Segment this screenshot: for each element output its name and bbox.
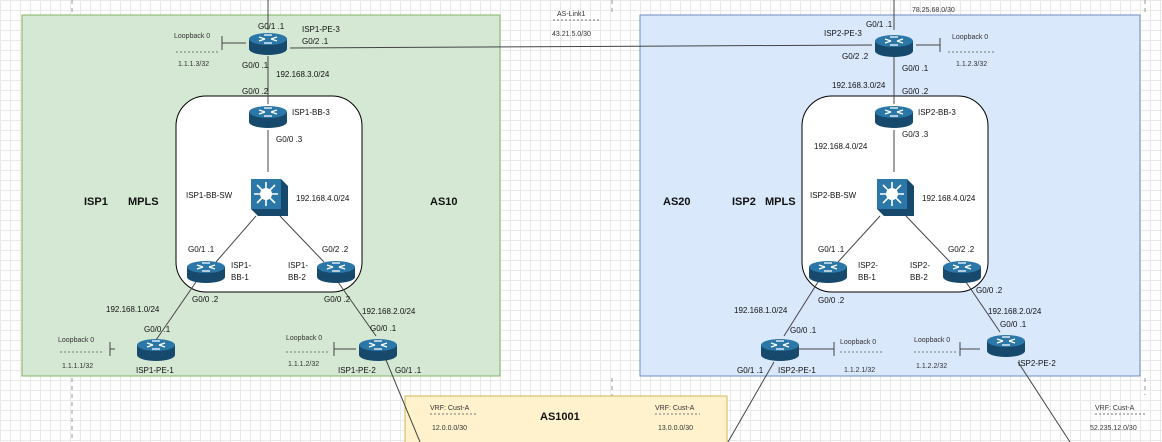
isp2-as-label: AS20: [663, 196, 691, 208]
isp1-as-label: AS10: [430, 196, 458, 208]
isp2-net-bb3-sw: 192.168.4.0/24: [814, 142, 868, 151]
isp2-bb3-if-bottom: G0/3 .3: [902, 130, 929, 139]
isp2-pe2-router-icon[interactable]: [986, 334, 1026, 358]
isp1-net-pe3-bb3: 192.168.3.0/24: [276, 70, 330, 79]
isp2-bb1-if-top: G0/1 .1: [818, 245, 845, 254]
isp2-bb2-if-top: G0/2 .2: [948, 245, 975, 254]
isp2-pe2-if-top: G0/0 .1: [1000, 320, 1027, 329]
isp1-pe2-if-top: G0/0 .1: [370, 324, 397, 333]
isp1-net-bb2-pe2: 192.168.2.0/24: [362, 307, 416, 316]
isp2-pe3-lo-addr: 1.1.2.3/32: [956, 61, 987, 68]
isp2-net-bb2-pe2: 192.168.2.0/24: [988, 307, 1042, 316]
isp1-pe3-router-icon[interactable]: [248, 32, 288, 56]
isp2-net-bbsw: 192.168.4.0/24: [922, 194, 976, 203]
as1001-zone: [404, 395, 728, 442]
isp1-pe3-if-right: G0/2 .1: [302, 37, 329, 46]
isp2-pe3-if-bottom: G0/0 .1: [902, 64, 929, 73]
isp1-bb1-name-1: ISP1-: [231, 261, 251, 270]
as1001-label: AS1001: [540, 411, 580, 423]
isp2-net-pe3-bb3: 192.168.3.0/24: [832, 81, 886, 90]
isp2-pe1-lo-label: Loopback 0: [840, 339, 876, 346]
isp1-net-bb1-pe1: 192.168.1.0/24: [106, 305, 160, 314]
isp1-pe1-router-icon[interactable]: [136, 338, 176, 362]
as-link-title: AS-Link1: [557, 11, 586, 18]
as-link-subnet: 43.21.5.0/30: [552, 31, 591, 38]
isp2-pe3-lo-label: Loopback 0: [952, 34, 988, 41]
isp2-bb2-name-1: ISP2-: [910, 261, 930, 270]
isp2-bb1-name-2: BB-1: [858, 273, 876, 282]
far-vrf-subnet: 52.235.12.0/30: [1090, 425, 1137, 432]
isp2-bb3-router-icon[interactable]: [874, 105, 914, 129]
isp1-pe3-if-top: G0/1 .1: [258, 22, 285, 31]
isp2-bbsw-switch-icon[interactable]: [876, 178, 915, 217]
isp2-pe1-name: ISP2-PE-1: [778, 366, 816, 375]
isp1-bb2-if-bottom: G0/0 .2: [324, 295, 351, 304]
isp1-bb1-if-top: G0/1 .1: [188, 245, 215, 254]
isp1-pe3-lo-label: Loopback 0: [174, 33, 210, 40]
isp2-bb1-router-icon[interactable]: [808, 260, 848, 284]
as1001-vrf-left-label: VRF: Cust-A: [430, 405, 470, 412]
links: [155, 0, 1071, 442]
isp2-bb2-name-2: BB-2: [910, 273, 928, 282]
isp1-bb1-if-bottom: G0/0 .2: [192, 295, 219, 304]
isp2-pe1-if-left: G0/1 .1: [737, 366, 764, 375]
isp1-net-bbsw: 192.168.4.0/24: [296, 194, 350, 203]
isp1-pe1-name: ISP1-PE-1: [136, 366, 174, 375]
isp2-bb1-if-bottom: G0/0 .2: [818, 296, 845, 305]
isp2-mpls-label: MPLS: [765, 196, 796, 208]
isp1-bbsw-switch-icon[interactable]: [250, 178, 289, 217]
isp1-bb3-if-top: G0/0 .2: [242, 87, 269, 96]
isp1-bb3-if-bottom: G0/0 .3: [276, 135, 303, 144]
isp1-pe3-lo-addr: 1.1.1.3/32: [178, 61, 209, 68]
isp1-pe3-if-bottom: G0/0 .1: [242, 61, 269, 70]
isp1-pe2-if-bottom: G0/1 .1: [395, 366, 422, 375]
isp2-pe2-lo-label: Loopback 0: [914, 337, 950, 344]
isp2-bb3-name: ISP2-BB-3: [918, 108, 956, 117]
isp2-pe2-lo-addr: 1.1.2.2/32: [916, 363, 947, 370]
isp1-pe1-if-top: G0/0 .1: [144, 325, 171, 334]
isp1-bb1-router-icon[interactable]: [186, 260, 226, 284]
isp2-pe1-router-icon[interactable]: [760, 338, 800, 362]
as1001-vrf-left-subnet: 12.0.0.0/30: [432, 425, 467, 432]
as1001-vrf-right-subnet: 13.0.0.0/30: [658, 425, 693, 432]
isp1-pe1-lo-addr: 1.1.1.1/32: [62, 363, 93, 370]
isp2-bbsw-name: ISP2-BB-SW: [810, 191, 857, 200]
isp2-pe1-if-top: G0/0 .1: [790, 326, 817, 335]
isp2-bb2-router-icon[interactable]: [942, 260, 982, 284]
subnet-rulers: [60, 19, 1145, 415]
isp1-pe2-name: ISP1-PE-2: [338, 366, 376, 375]
isp1-bb2-if-top: G0/2 .2: [322, 245, 349, 254]
isp1-mpls-label: MPLS: [128, 196, 159, 208]
isp1-pe2-router-icon[interactable]: [358, 338, 398, 362]
isp1-pe1-lo-label: Loopback 0: [58, 337, 94, 344]
isp1-pe2-lo-addr: 1.1.1.2/32: [288, 361, 319, 368]
isp1-bb3-router-icon[interactable]: [248, 105, 288, 129]
isp1-bb2-name-1: ISP1-: [288, 261, 308, 270]
isp2-pe3-router-icon[interactable]: [874, 34, 914, 58]
isp2-zone-label: ISP2: [732, 196, 756, 208]
isp2-pe2-name: ISP2-PE-2: [1018, 359, 1056, 368]
isp1-bbsw-name: ISP1-BB-SW: [186, 191, 233, 200]
isp2-pe1-lo-addr: 1.1.2.1/32: [844, 367, 875, 374]
isp2-net-bb1-pe1: 192.168.1.0/24: [734, 306, 788, 315]
isp1-bb3-name: ISP1-BB-3: [292, 108, 330, 117]
isp2-pe3-if-left: G0/2 .2: [842, 52, 869, 61]
isp1-zone-label: ISP1: [84, 196, 108, 208]
isp1-pe2-lo-label: Loopback 0: [286, 335, 322, 342]
isp2-bb3-if-top: G0/0 .2: [902, 87, 929, 96]
far-vrf-label: VRF: Cust-A: [1095, 405, 1135, 412]
isp2-bb1-name-1: ISP2-: [858, 261, 878, 270]
as1001-vrf-right-label: VRF: Cust-A: [655, 405, 695, 412]
isp1-bb1-name-2: BB-1: [231, 273, 249, 282]
loopback-stubs: [109, 36, 980, 356]
isp2-pe3-if-top: G0/1 .1: [866, 20, 893, 29]
isp2-bb2-if-bottom: G0/0 .2: [976, 286, 1003, 295]
isp1-bb2-router-icon[interactable]: [316, 260, 356, 284]
isp1-bb2-name-2: BB-2: [288, 273, 306, 282]
isp1-pe3-name: ISP1-PE-3: [302, 25, 340, 34]
isp2-top-subnet: 78.25.68.0/30: [912, 7, 955, 14]
isp2-pe3-name: ISP2-PE-3: [824, 29, 862, 38]
